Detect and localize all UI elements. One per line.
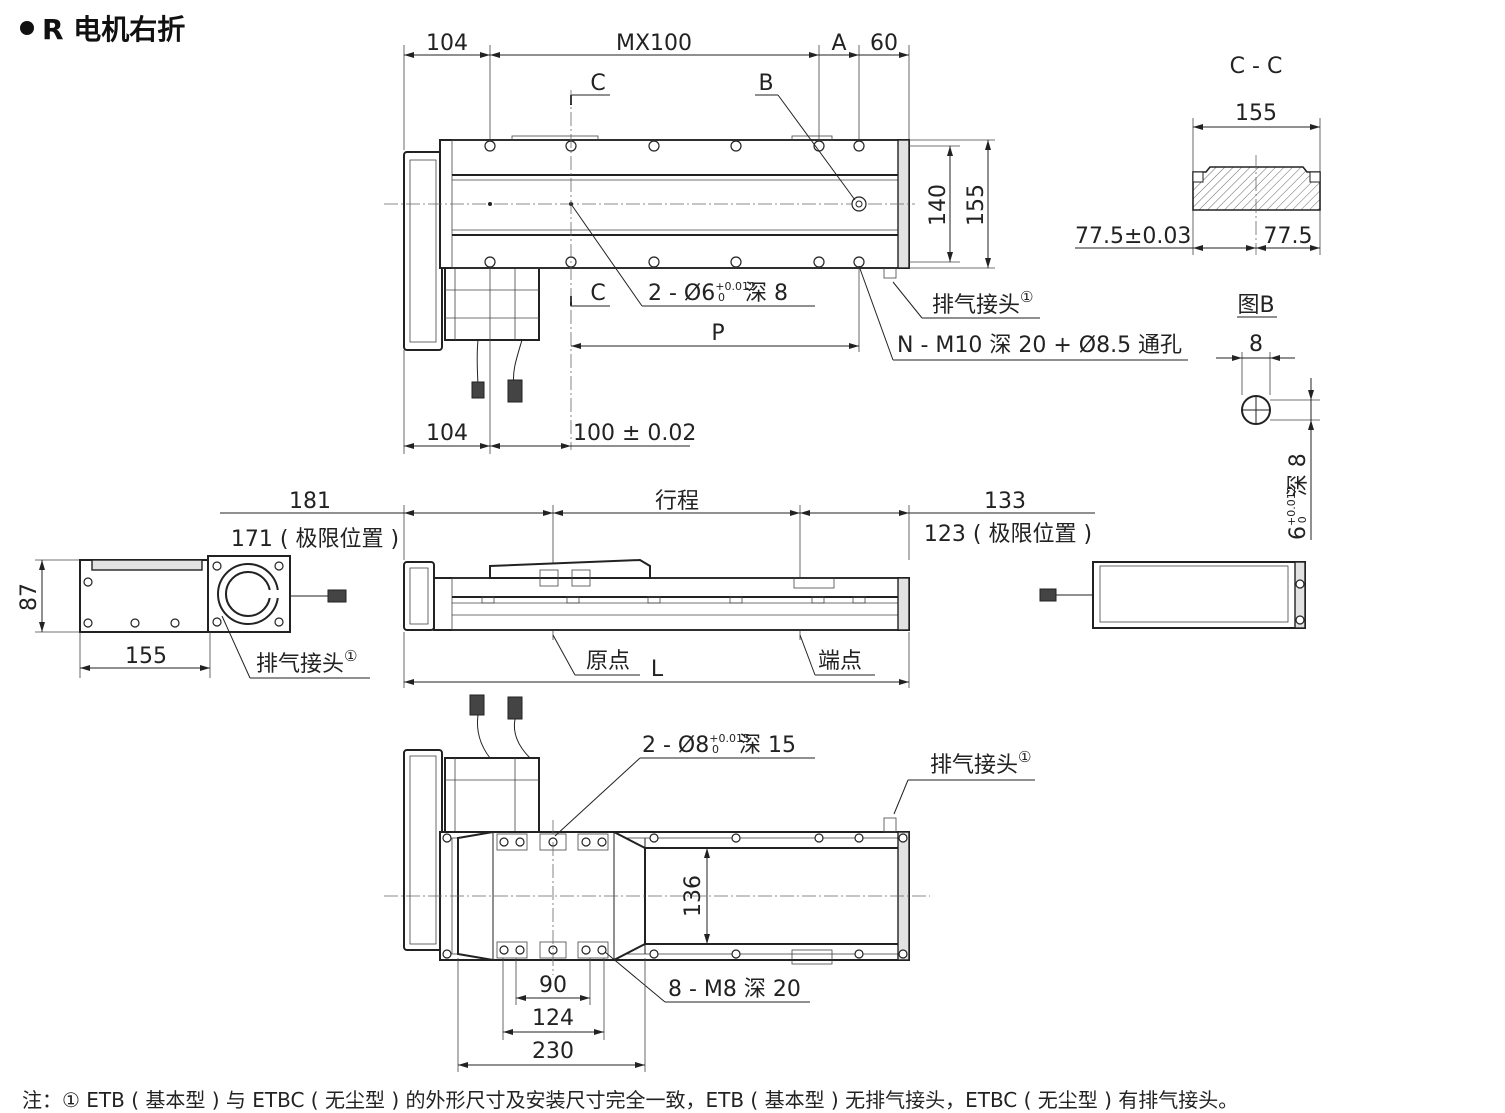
dim-mx100: MX100 <box>616 31 692 56</box>
label-end-point: 端点 <box>818 649 862 674</box>
dim-length-l: L <box>651 657 664 682</box>
bottom-exhaust-fitting <box>883 817 897 833</box>
top-view: 104 MX100 A 60 <box>384 31 1188 454</box>
dim-104-top: 104 <box>426 31 468 56</box>
dim-stroke: 行程 <box>655 489 699 514</box>
bottom-connector-2 <box>507 696 523 720</box>
dim-124: 124 <box>532 1006 574 1031</box>
dim-133: 133 <box>984 489 1026 514</box>
end-view-connector <box>327 589 347 603</box>
dim-a: A <box>831 31 846 56</box>
label-exhaust-top: 排气接头① <box>932 288 1033 318</box>
end-view-motor-side: 87 155 排气接头① <box>17 555 370 679</box>
side-slider <box>489 558 651 579</box>
side-actuator-body <box>433 577 910 631</box>
end-view-body <box>79 559 211 633</box>
dim-230: 230 <box>532 1039 574 1064</box>
label-origin: 原点 <box>586 649 630 674</box>
label-tapped-holes: N - M10 深 20 + Ø8.5 通孔 <box>897 333 1182 358</box>
dim-100: 100 ± 0.02 <box>573 421 696 446</box>
motor-cable-2 <box>513 339 523 386</box>
detail-b-title: 图B <box>1237 293 1274 318</box>
dim-90: 90 <box>539 973 567 998</box>
page-title: R 电机右折 <box>20 8 185 48</box>
connector-2 <box>507 379 523 403</box>
dim-104-bottom: 104 <box>426 421 468 446</box>
label-m8-holes: 8 - M8 深 20 <box>668 977 801 1002</box>
dim-155-end: 155 <box>125 644 167 669</box>
side-view: 181 171 ( 极限位置 ) 行程 133 123 ( 极限位置 ) 原点 … <box>220 489 1095 688</box>
dim-171-limit: 171 ( 极限位置 ) <box>231 527 399 552</box>
far-end-body <box>1092 561 1306 629</box>
label-b: B <box>758 71 773 96</box>
section-cc-width: 155 <box>1235 101 1277 126</box>
exhaust-fitting-top <box>883 267 897 279</box>
section-cc-offset: 77.5 <box>1264 224 1313 249</box>
dim-p: P <box>711 321 724 346</box>
bottom-mounting-holes <box>442 833 908 959</box>
bullet-icon <box>20 21 34 35</box>
section-cc-title: C - C <box>1230 54 1283 79</box>
dim-136: 136 <box>681 875 706 917</box>
dim-181: 181 <box>289 489 331 514</box>
detail-b-depth: 6+0.0120深 8 <box>1285 453 1311 540</box>
dim-140: 140 <box>926 184 951 226</box>
heading-text: R 电机右折 <box>42 13 186 46</box>
label-exhaust-end: 排气接头① <box>256 647 357 677</box>
label-exhaust-bottom: 排气接头① <box>930 748 1031 778</box>
connector-1 <box>471 381 485 399</box>
detail-b-view: 图B 8 6+0.0120深 8 <box>1216 293 1320 540</box>
section-mark-c-top: C <box>590 71 605 96</box>
side-motor-plate <box>403 561 435 631</box>
bottom-motor <box>444 757 540 833</box>
dim-87: 87 <box>17 583 42 611</box>
bottom-connector-1 <box>469 694 485 716</box>
dim-123-limit: 123 ( 极限位置 ) <box>924 522 1092 547</box>
section-cc-offset-tol: 77.5±0.03 <box>1075 224 1191 249</box>
end-view-far-side <box>1039 561 1306 629</box>
footnote: 注：① ETB ( 基本型 ) 与 ETBC ( 无尘型 ) 的外形尺寸及安装尺… <box>22 1088 1239 1112</box>
motor-body <box>444 267 540 341</box>
far-end-connector <box>1039 588 1057 602</box>
dim-60: 60 <box>870 31 898 56</box>
section-cc-view: C - C 155 77.5±0.03 77.5 <box>1075 54 1321 255</box>
dim-155: 155 <box>964 184 989 226</box>
section-mark-c-bottom: C <box>590 281 605 306</box>
section-cc-profile <box>1192 166 1321 211</box>
detail-b-width: 8 <box>1249 332 1263 357</box>
